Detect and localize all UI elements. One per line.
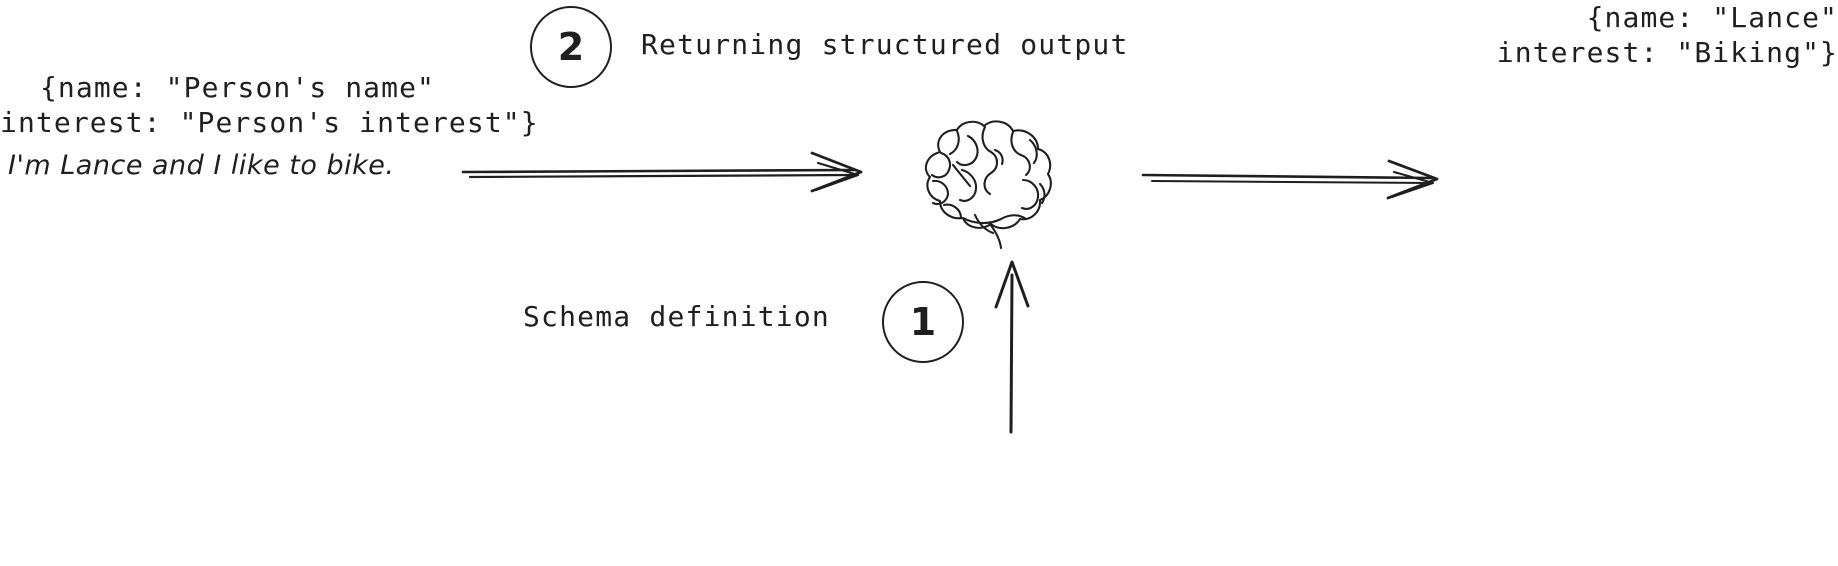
arrow-right-icon <box>1141 159 1439 200</box>
output-line-2: interest: "Biking"} <box>1496 36 1838 69</box>
schema-definition-label: Schema definition <box>523 300 830 333</box>
arrow-right-icon <box>461 151 863 193</box>
output-line-1: {name: "Lance" <box>1586 1 1838 34</box>
structured-output-block: {name: "Lance" interest: "Biking"} <box>0 0 1838 70</box>
input-sentence: I'm Lance and I like to bike. <box>8 150 395 181</box>
step-number-2-badge: 2 <box>530 6 612 88</box>
step-2-label: Returning structured output <box>641 28 1129 61</box>
schema-line-1: {name: "Person's name" <box>39 71 436 104</box>
arrow-up-icon <box>994 260 1030 434</box>
brain-icon <box>924 120 1052 250</box>
step-number-1-badge: 1 <box>882 281 964 363</box>
